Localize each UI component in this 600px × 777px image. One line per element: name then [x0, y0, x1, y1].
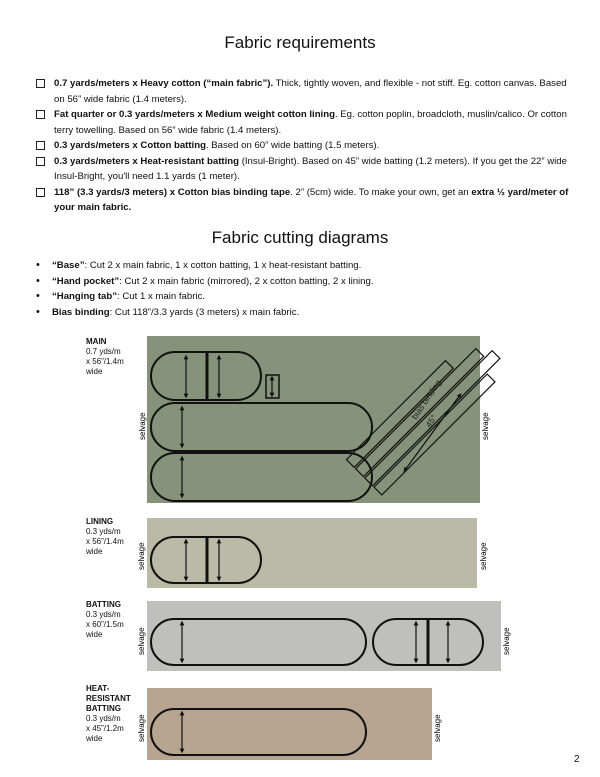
page-title: Fabric requirements	[224, 33, 376, 52]
cutting-item: “Hanging tab”: Cut 1 x main fabric.	[36, 289, 576, 305]
batting-fabric-rect	[147, 601, 501, 671]
base-piece	[150, 708, 367, 756]
selvage-label: selvage	[502, 627, 511, 655]
selvage-label: selvage	[138, 412, 147, 440]
lining-fabric-rect	[147, 518, 477, 588]
cutting-item: “Hand pocket”: Cut 2 x main fabric (mirr…	[36, 274, 576, 290]
selvage-label: selvage	[137, 714, 146, 742]
selvage-label: selvage	[137, 627, 146, 655]
base-piece	[150, 402, 373, 452]
selvage-label: selvage	[137, 542, 146, 570]
selvage-label: selvage	[433, 714, 442, 742]
requirement-item: 0.3 yards/meters x Cotton batting. Based…	[36, 138, 576, 154]
requirement-item: Fat quarter or 0.3 yards/meters x Medium…	[36, 107, 576, 138]
selvage-label: selvage	[479, 542, 488, 570]
base-piece	[150, 452, 373, 502]
requirement-item: 0.3 yards/meters x Heat-resistant battin…	[36, 154, 576, 185]
hanging-tab-piece	[265, 374, 280, 399]
page-number: 2	[574, 754, 580, 765]
cutting-item: “Base”: Cut 2 x main fabric, 1 x cotton …	[36, 258, 576, 274]
checkbox-icon[interactable]	[36, 156, 45, 166]
heat-batting-fabric-rect	[147, 688, 432, 760]
cutting-list: “Base”: Cut 2 x main fabric, 1 x cotton …	[36, 258, 576, 320]
cutting-title: Fabric cutting diagrams	[211, 228, 389, 247]
requirement-item: 0.7 yards/meters x Heavy cotton (“main f…	[36, 76, 576, 107]
selvage-label: selvage	[481, 412, 490, 440]
checkbox-icon[interactable]	[36, 187, 45, 197]
checkbox-icon[interactable]	[36, 141, 45, 150]
checkbox-icon[interactable]	[36, 110, 45, 119]
checkbox-icon[interactable]	[36, 79, 45, 88]
requirement-item: 118” (3.3 yards/3 meters) x Cotton bias …	[36, 185, 576, 216]
base-piece	[150, 618, 367, 666]
cutting-item: Bias binding: Cut 118”/3.3 yards (3 mete…	[36, 305, 576, 321]
requirements-list: 0.7 yards/meters x Heavy cotton (“main f…	[36, 76, 576, 216]
